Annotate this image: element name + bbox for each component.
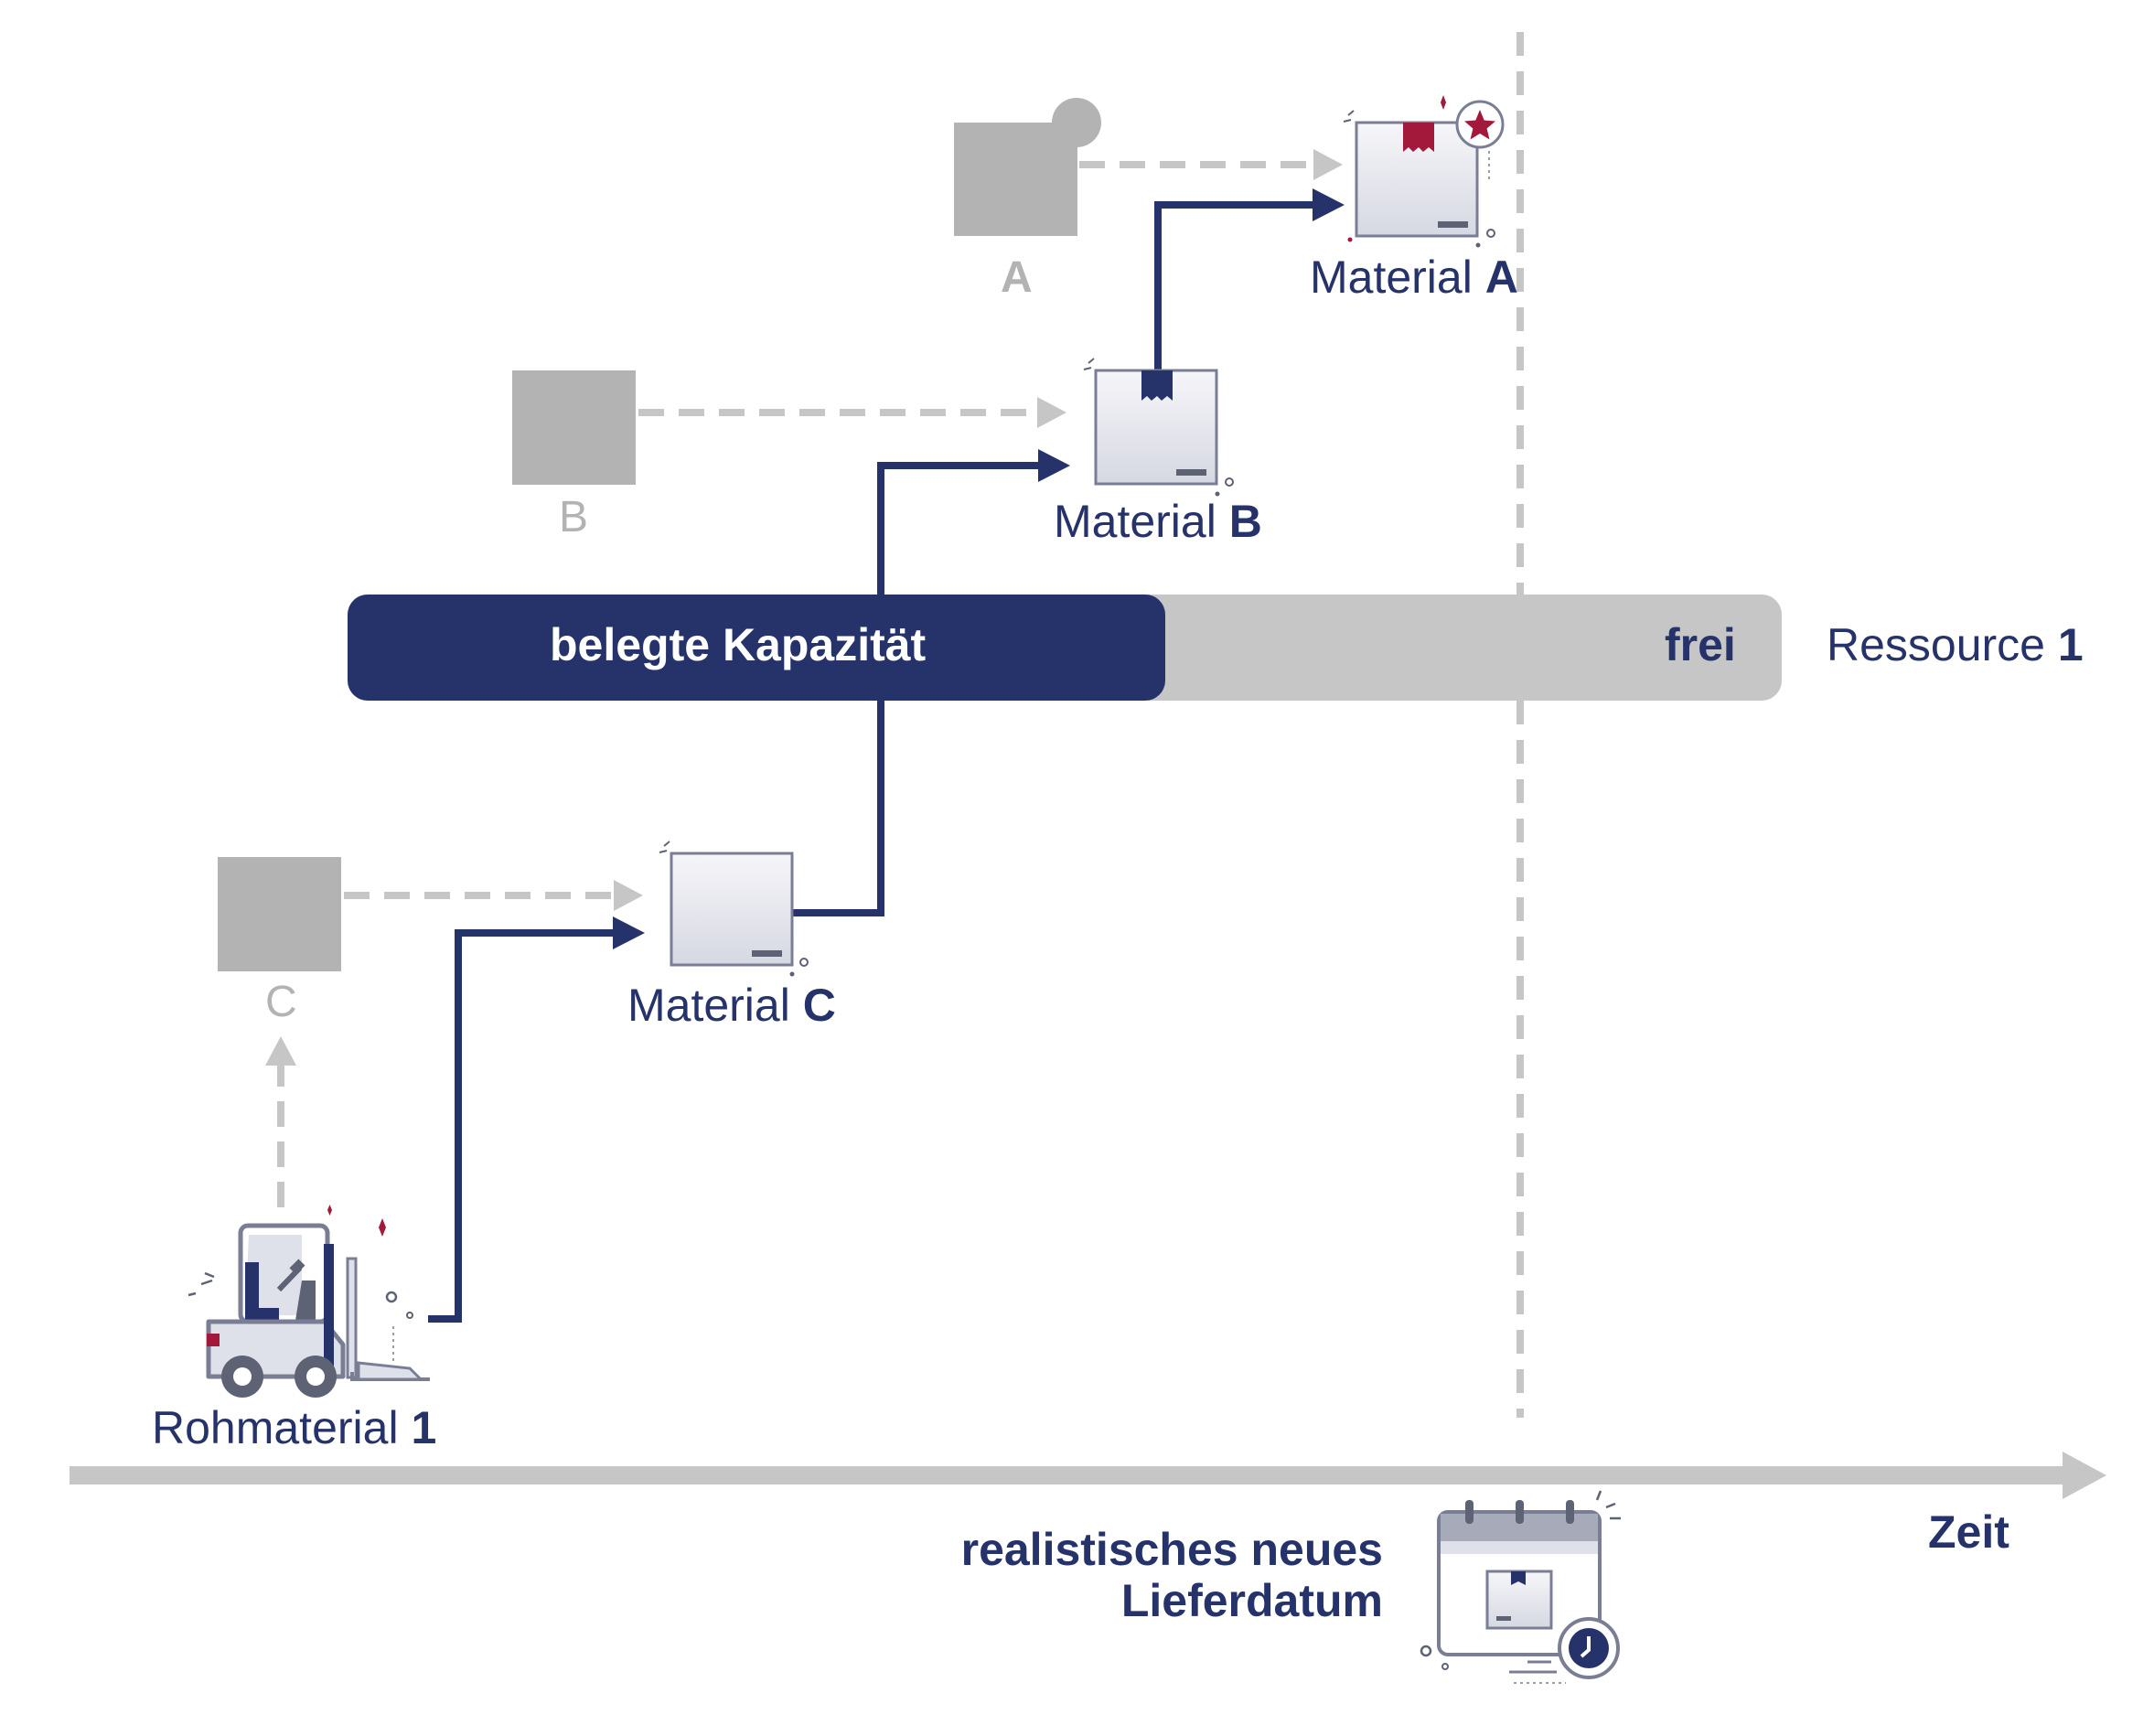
material-a-name: Material <box>1310 252 1473 303</box>
capacity-used-label: belegte Kapazität <box>550 619 927 670</box>
material-a-id: A <box>1484 252 1518 303</box>
flow-arrow-c-to-b <box>791 449 1070 916</box>
delivery-date-label: realistisches neues Lieferdatum <box>961 1524 1383 1626</box>
ghost-arrow-c <box>344 880 643 911</box>
material-b-name: Material <box>1054 496 1216 547</box>
box-star-icon-material-a <box>1343 95 1505 248</box>
ghost-arrow-b <box>638 397 1066 428</box>
capacity-free-label: frei <box>1665 619 1736 670</box>
material-a-label: Material A <box>1310 251 1518 304</box>
forklift-icon <box>188 1205 430 1398</box>
time-axis <box>70 1452 2106 1499</box>
delivery-date-line1: realistisches neues <box>960 1524 1383 1575</box>
ghost-label-b: B <box>559 493 589 541</box>
flow-arrow-raw-to-c <box>428 916 645 1323</box>
capacity-bar <box>348 595 1782 701</box>
raw-material-label: Rohmaterial 1 <box>152 1401 436 1454</box>
raw-material-name: Rohmaterial <box>152 1402 399 1453</box>
box-icon-material-b <box>1083 358 1234 497</box>
resource-id: 1 <box>2057 619 2084 670</box>
ghost-box-c <box>218 857 341 971</box>
material-b-id: B <box>1228 496 1262 547</box>
calendar-clock-icon <box>1420 1490 1621 1684</box>
material-c-id: C <box>802 980 836 1031</box>
material-b-label: Material B <box>1054 495 1262 548</box>
raw-material-id: 1 <box>411 1402 437 1453</box>
material-c-name: Material <box>627 980 790 1031</box>
ghost-arrow-a <box>1079 149 1343 180</box>
delivery-date-line2: Lieferdatum <box>1120 1575 1383 1626</box>
ghost-label-c: C <box>265 978 297 1026</box>
resource-label: Ressource 1 <box>1827 618 2084 671</box>
flow-arrow-b-to-a <box>1154 188 1345 370</box>
capacity-used-segment <box>348 595 1165 701</box>
time-axis-label: Zeit <box>1928 1506 2009 1558</box>
ghost-box-b <box>512 370 636 485</box>
ghost-arrow-up-c <box>265 1036 296 1207</box>
ghost-label-a: A <box>1001 253 1033 302</box>
box-icon-material-c <box>659 841 809 977</box>
ghost-box-a <box>954 98 1101 236</box>
material-c-label: Material C <box>627 979 836 1032</box>
resource-name: Ressource <box>1827 619 2045 670</box>
